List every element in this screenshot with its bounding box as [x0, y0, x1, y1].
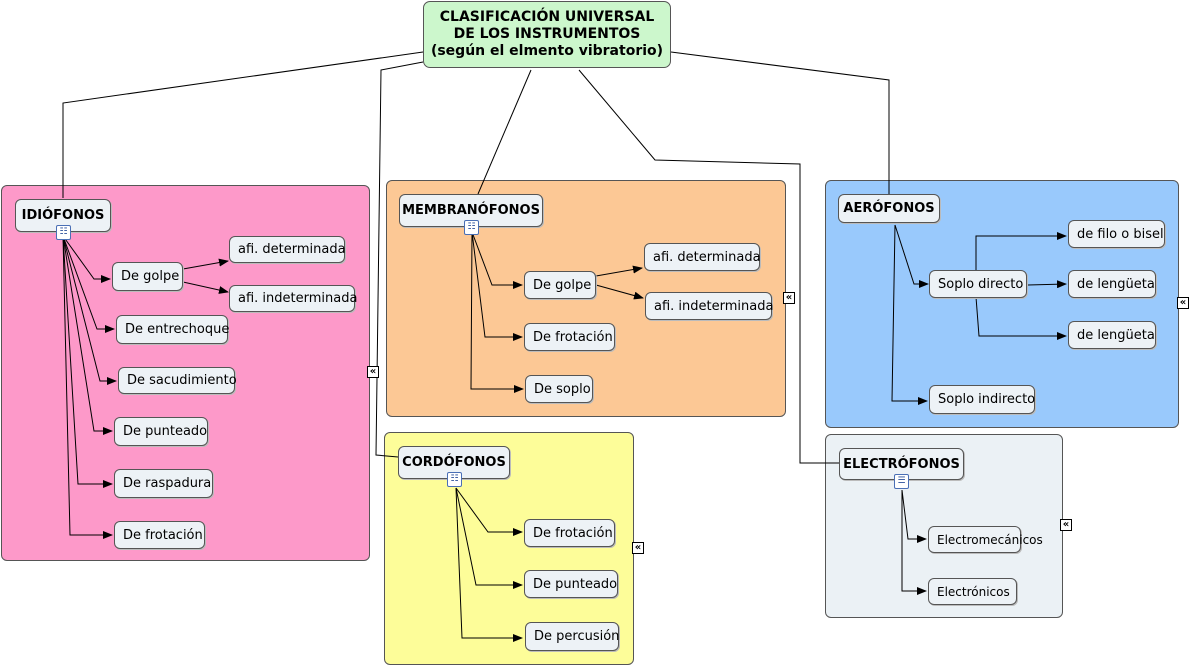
cordofonos-punteado[interactable]: De punteado: [524, 570, 618, 598]
idiofonos-entrechoque[interactable]: De entrechoque: [116, 315, 229, 344]
idiofonos-golpe-determinada[interactable]: afi. determinada: [229, 236, 346, 263]
electrofonos-electromecanicos[interactable]: Electromecánicos: [928, 526, 1043, 553]
collapse-icon-aerofonos[interactable]: «: [1177, 297, 1189, 309]
link-root-membranofonos: [477, 69, 532, 195]
aerofonos-soplo-indirecto[interactable]: Soplo indirecto: [929, 385, 1035, 414]
idiofonos-sacudimiento[interactable]: De sacudimiento: [118, 367, 237, 394]
membranofonos-golpe[interactable]: De golpe: [524, 271, 596, 299]
idiofonos-raspadura[interactable]: De raspadura: [114, 469, 213, 498]
hierarchy-icon[interactable]: ☷: [447, 472, 462, 487]
aerofonos-node[interactable]: AERÓFONOS: [838, 194, 940, 223]
hierarchy-icon[interactable]: ☷: [56, 225, 71, 240]
cordofonos-percusion[interactable]: De percusión: [525, 622, 619, 651]
collapse-icon-electrofonos[interactable]: «: [1060, 519, 1072, 531]
aerofonos-lengueta-2[interactable]: de lengüeta: [1068, 321, 1156, 349]
aerofonos-soplo-directo[interactable]: Soplo directo: [929, 270, 1027, 298]
link-root-idiofonos: [62, 51, 424, 198]
electrofonos-electronicos[interactable]: Electrónicos: [928, 578, 1017, 605]
idiofonos-punteado[interactable]: De punteado: [114, 417, 208, 446]
electrofonos-node[interactable]: ELECTRÓFONOS: [839, 448, 964, 480]
membranofonos-golpe-indeterminada[interactable]: afi. indeterminada: [645, 292, 773, 320]
root-title[interactable]: CLASIFICACIÓN UNIVERSAL DE LOS INSTRUMEN…: [423, 1, 671, 68]
idiofonos-frotacion[interactable]: De frotación: [114, 521, 205, 549]
membranofonos-soplo[interactable]: De soplo: [525, 375, 593, 403]
note-icon[interactable]: ☰: [894, 474, 909, 489]
aerofonos-lengueta-1[interactable]: de lengüeta: [1068, 270, 1156, 298]
aerofonos-filo-bisel[interactable]: de filo o bisel: [1068, 220, 1165, 248]
root-title-text: CLASIFICACIÓN UNIVERSAL DE LOS INSTRUMEN…: [430, 9, 664, 59]
cordofonos-frotacion[interactable]: De frotación: [524, 519, 615, 547]
hierarchy-icon[interactable]: ☷: [464, 220, 479, 235]
collapse-icon-idiofonos[interactable]: «: [367, 366, 379, 378]
idiofonos-golpe-indeterminada[interactable]: afi. indeterminada: [229, 285, 357, 312]
collapse-icon-cordofonos[interactable]: «: [632, 542, 644, 554]
link-root-aerofonos: [670, 51, 890, 196]
collapse-icon-membranofonos[interactable]: «: [783, 292, 795, 304]
membranofonos-frotacion[interactable]: De frotación: [524, 323, 615, 351]
idiofonos-golpe[interactable]: De golpe: [112, 262, 183, 291]
membranofonos-golpe-determinada[interactable]: afi. determinada: [644, 243, 761, 271]
